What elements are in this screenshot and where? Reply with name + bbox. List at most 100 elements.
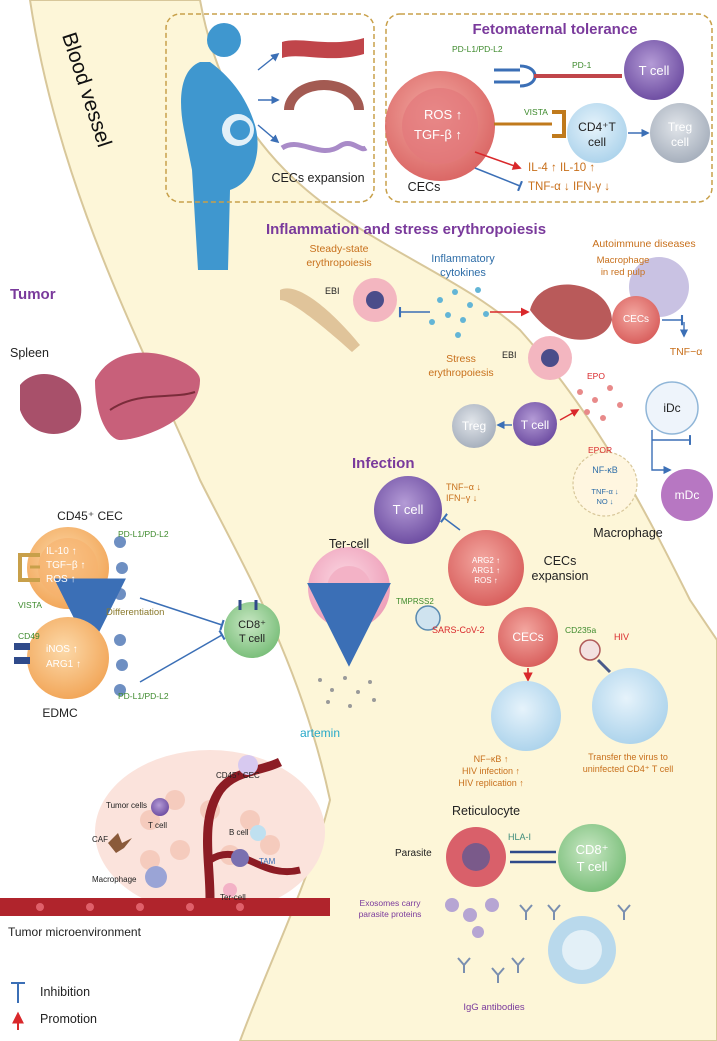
- t-cell-infection: [374, 476, 442, 544]
- inhibition-legend-label: Inhibition: [40, 985, 91, 999]
- differentiation-label: Differentiation: [106, 607, 165, 618]
- nfkb-infection-label: NF−κB ↑: [473, 754, 509, 764]
- t-cell-inflammation-label: T cell: [520, 418, 550, 432]
- inos-label: iNOS ↑: [46, 644, 78, 655]
- cd49-label: CD49: [18, 631, 40, 641]
- pregnant-woman-icon: [181, 23, 258, 270]
- b-cell-tme: [250, 825, 266, 841]
- igg-label: IgG antibodies: [463, 1002, 525, 1013]
- ter-cell-tme: [223, 883, 237, 897]
- exosomes-line1: Exosomes carry: [359, 898, 421, 908]
- cd8-tumor-line1: CD8⁺: [238, 619, 266, 631]
- cd8-tumor-line2: T cell: [238, 633, 266, 645]
- no-down-label: NO ↓: [596, 497, 614, 506]
- tnf-label-fetomaternal: TNF-α ↓ IFN-γ ↓: [528, 181, 611, 193]
- steady-state-line1: Steady-state: [309, 243, 369, 255]
- pdl-upper-label: PD-L1/PD-L2: [118, 529, 169, 539]
- umbilical-cord-icon: [280, 141, 368, 154]
- t-cell-infection-label: T cell: [392, 502, 424, 517]
- cd45-cec-label: CD45⁺ CEC: [57, 509, 123, 523]
- mdc-cell: [661, 469, 713, 521]
- tumor-vessel-branch: [203, 757, 283, 899]
- pdl-label-fetomaternal: PD-L1/PD-L2: [452, 44, 503, 54]
- blood-vessel-icon: [282, 38, 364, 59]
- treg-label-line1: Treg: [667, 120, 693, 134]
- treg-inflammation-label: Treg: [461, 419, 487, 433]
- vista-tumor-label: VISTA: [18, 600, 42, 610]
- tnf-autoimmune-label: TNF−α: [669, 346, 703, 358]
- exosomes: [445, 898, 499, 938]
- cytokine-dots: [429, 287, 489, 338]
- tmprss2-label: TMPRSS2: [396, 597, 434, 606]
- spleen-icon-inflammation: [530, 284, 612, 340]
- sars-cov-2-label: SARS-CoV-2: [432, 625, 485, 635]
- stress-line1: Stress: [446, 353, 476, 365]
- mdc-label: mDc: [674, 488, 700, 502]
- tumor-cells-label: Tumor cells: [106, 801, 148, 810]
- cecs-autoimmune-label: CECs: [622, 314, 650, 325]
- sars-cov-2-virus: [415, 605, 441, 631]
- tnf-infection-label: TNF−α ↓: [446, 482, 481, 492]
- ros-infection-label: ROS ↑: [474, 576, 498, 585]
- t-cell-tme-label: T cell: [148, 821, 167, 830]
- pregnancy-box: [165, 13, 375, 203]
- cytokines-line2: cytokines: [440, 267, 486, 279]
- parasite-label: Parasite: [395, 848, 432, 859]
- pdl-lower-label: PD-L1/PD-L2: [118, 691, 169, 701]
- ros-label: ROS ↑: [424, 107, 463, 122]
- ebi-top-label: EBI: [325, 286, 340, 296]
- arg1-tumor-label: ARG1 ↑: [46, 659, 82, 670]
- transfer-line2: uninfected CD4⁺ T cell: [582, 764, 674, 774]
- cd4-label-line1: CD4⁺T: [578, 120, 616, 134]
- pd1-label: PD-1: [572, 60, 592, 70]
- vista-label-fetomaternal: VISTA: [524, 107, 548, 117]
- macrophage-tme-label: Macrophage: [92, 875, 137, 884]
- hiv-replication-label: HIV replication ↑: [458, 778, 524, 788]
- treg-cell-fetomaternal: [650, 103, 710, 163]
- bone-icon: [280, 288, 360, 352]
- il-label: IL-4 ↑ IL-10 ↑: [528, 162, 596, 174]
- cecs-expansion-line2: expansion: [531, 569, 589, 583]
- cd45-cec-tme-label: CD45⁺ CEC: [216, 771, 260, 780]
- main-vessel-horizontal: [0, 898, 330, 916]
- ebi-bottom-label: EBI: [502, 350, 517, 360]
- cd235a-label: CD235a: [565, 625, 597, 635]
- igg-antibodies: [457, 904, 631, 983]
- inflammation-title: Inflammation and stress erythropoiesis: [265, 221, 547, 238]
- cd45-cec-tme: [238, 755, 258, 775]
- ros-tumor-label: ROS ↑: [46, 574, 76, 585]
- cd4-label-line2: cell: [587, 135, 607, 149]
- treg-cell-inflammation: [452, 404, 496, 448]
- arg2-label: ARG2 ↑: [471, 556, 501, 565]
- tnf-down-label: TNF-α ↓: [591, 487, 619, 496]
- transfer-line1: Transfer the virus to: [588, 752, 668, 762]
- cecs-expansion-label: CECs expansion: [271, 171, 365, 185]
- edmc-label: EDMC: [42, 706, 78, 720]
- cec-cell-infection-mid: [498, 607, 558, 667]
- tam-tme: [231, 849, 249, 867]
- idc-label: iDc: [663, 401, 681, 415]
- ter-cell-label: Ter-cell: [328, 537, 370, 551]
- hiv-label: HIV: [614, 632, 630, 642]
- placenta-icon: [284, 80, 364, 110]
- treg-label-line2: cell: [670, 135, 690, 149]
- b-cell-tme-label: B cell: [229, 828, 249, 837]
- t-cell-inflammation: [513, 402, 557, 446]
- macrophage-tme: [145, 866, 167, 888]
- cytokines-line1: Inflammatory: [431, 253, 495, 265]
- tgf-label: TGF-β ↑: [414, 127, 462, 142]
- steady-state-line2: erythropoiesis: [306, 257, 372, 269]
- macrophage-inflammation: [572, 451, 638, 517]
- autoimmune-label: Autoimmune diseases: [592, 238, 696, 250]
- macrophage-red-pulp-line1: Macrophage: [596, 255, 650, 266]
- cec-cell-infection-top: [448, 530, 524, 606]
- nfkb-inflammation-label: NF-κB: [592, 465, 618, 475]
- tgf-tumor-label: TGF−β ↑: [46, 560, 86, 571]
- macrophage-inflammation-label: Macrophage: [593, 526, 663, 540]
- ifn-infection-label: IFN−γ ↓: [446, 493, 478, 503]
- epo-label: EPO: [587, 371, 605, 381]
- hiv-infection-label: HIV infection ↑: [461, 766, 521, 776]
- spleen-icon-small: [20, 373, 82, 434]
- artemin-label: artemin: [299, 726, 341, 740]
- cecs-label-fetomaternal: CECs: [407, 180, 441, 194]
